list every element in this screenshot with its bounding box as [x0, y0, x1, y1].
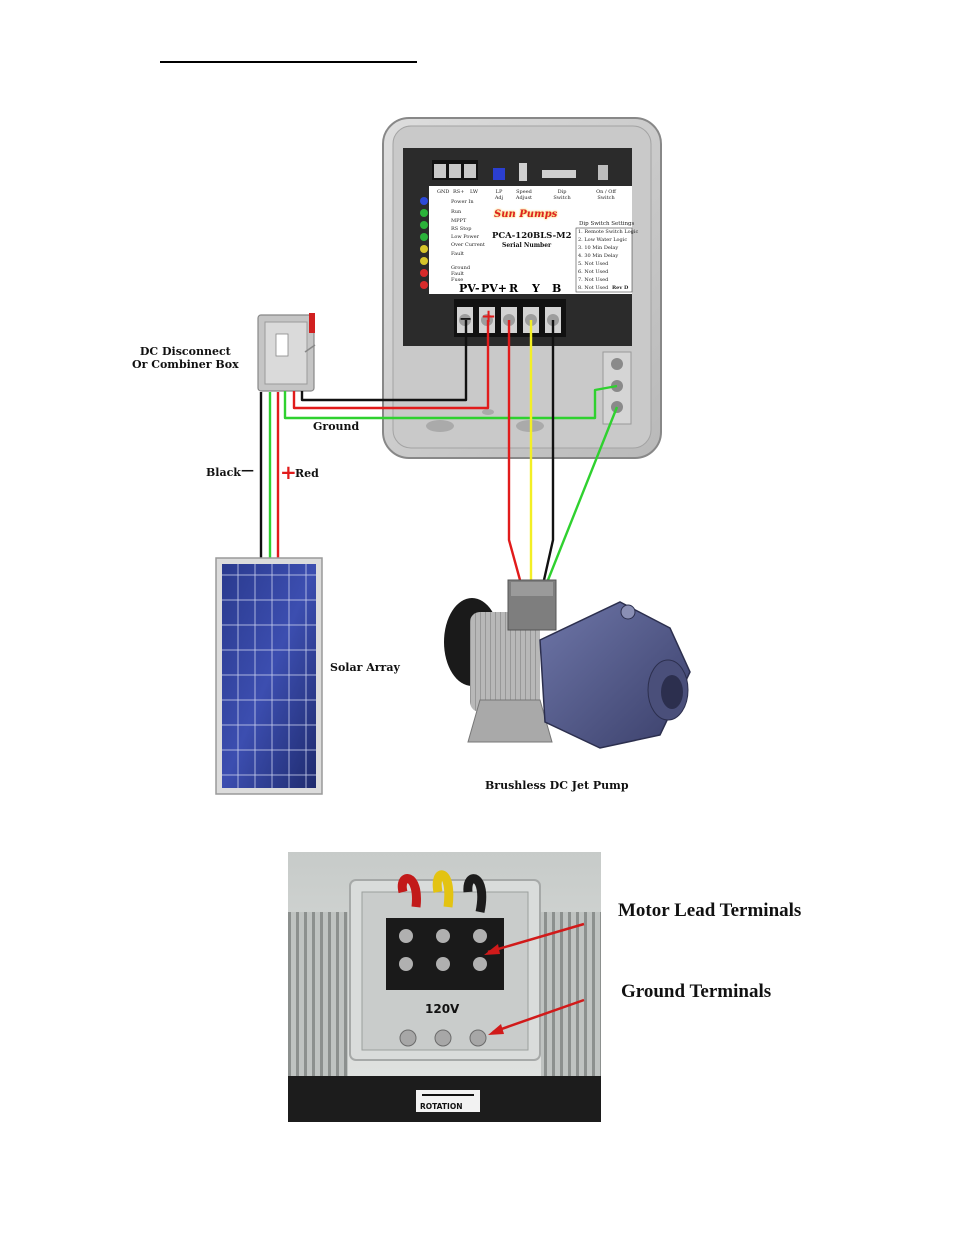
led-label-power-in: Power In: [451, 199, 474, 205]
label-dip-switch: Dip Switch: [553, 189, 571, 201]
terminal-label-b: B: [552, 282, 562, 295]
label-rs: RS+: [453, 189, 465, 195]
rev-label: Rev D: [612, 285, 629, 291]
led-label-over-current: Over Current: [451, 242, 485, 248]
dip-row: 5. Not Used: [578, 261, 609, 267]
rotation-arrow: [422, 1094, 474, 1096]
terminal-label-pv-minus: PV-: [459, 282, 480, 295]
jet-pump: [444, 579, 691, 749]
dip-row: 3. 10 Min Delay: [578, 245, 619, 251]
terminal-plus-sign: +: [481, 306, 497, 327]
red-sign: +: [280, 460, 297, 484]
solar-panel: [215, 557, 323, 795]
brand-text: Sun Pumps: [494, 209, 558, 220]
black-sign: —: [241, 463, 254, 478]
solar-array-label: Solar Array: [330, 661, 400, 674]
terminal-label-pv-plus: PV+: [481, 282, 508, 295]
pump-label: Brushless DC Jet Pump: [485, 779, 629, 792]
brand-logo: Sun Pumps: [494, 209, 558, 223]
ground-label: Ground: [313, 420, 360, 433]
dip-row: 2. Low Water Logic: [578, 237, 628, 243]
terminal-label-y: Y: [532, 282, 540, 295]
disconnect-label: DC Disconnect Or Combiner Box: [132, 345, 239, 371]
motor-terminal-photo: 120V ROTATION: [288, 852, 601, 1122]
dip-row: 4. 30 Min Delay: [578, 253, 619, 259]
controller-enclosure: [382, 117, 662, 459]
label-on-off-switch: On / Off Switch: [596, 189, 616, 201]
dip-title: Dip Switch Settings: [579, 221, 635, 227]
label-lw: LW: [470, 189, 479, 195]
rotation-label: ROTATION: [420, 1102, 463, 1111]
label-lp-adj: LP Adj: [494, 189, 504, 201]
dip-settings-list: 1. Remote Switch Logic 2. Low Water Logi…: [578, 229, 638, 291]
dip-row: 8. Not Used: [578, 285, 609, 291]
dip-row: 7. Not Used: [578, 277, 609, 283]
ground-terminals-label: Ground Terminals: [621, 981, 772, 1002]
dip-row: 6. Not Used: [578, 269, 609, 275]
serial-number: Serial Number: [502, 242, 552, 249]
led-label-low-power: Low Power: [451, 234, 480, 240]
black-label: Black: [206, 466, 241, 479]
dip-row: 1. Remote Switch Logic: [578, 229, 639, 235]
red-label: Red: [295, 467, 319, 480]
led-label-rs-stop: RS Stop: [451, 226, 472, 232]
led-label-ground-fault-fuse: Ground Fault Fuse: [451, 265, 471, 283]
photo-illustration: [288, 852, 601, 1122]
terminal-minus-sign: −: [459, 309, 473, 328]
label-gnd: GND: [437, 189, 450, 195]
led-label-fault: Fault: [451, 251, 464, 257]
terminal-label-r: R: [509, 282, 519, 295]
led-label-run: Run: [451, 209, 462, 215]
label-speed-adjust: Speed Adjust: [515, 189, 533, 201]
voltage-label: 120V: [425, 1002, 460, 1016]
wiring-diagram: [215, 117, 691, 795]
title-underline: [160, 61, 417, 63]
dc-disconnect-box: [257, 313, 316, 392]
motor-lead-terminals-label: Motor Lead Terminals: [618, 900, 802, 921]
led-label-mppt: MPPT: [451, 218, 467, 224]
wires: [259, 320, 619, 581]
model-number: PCA-120BLS-M2: [492, 231, 572, 241]
